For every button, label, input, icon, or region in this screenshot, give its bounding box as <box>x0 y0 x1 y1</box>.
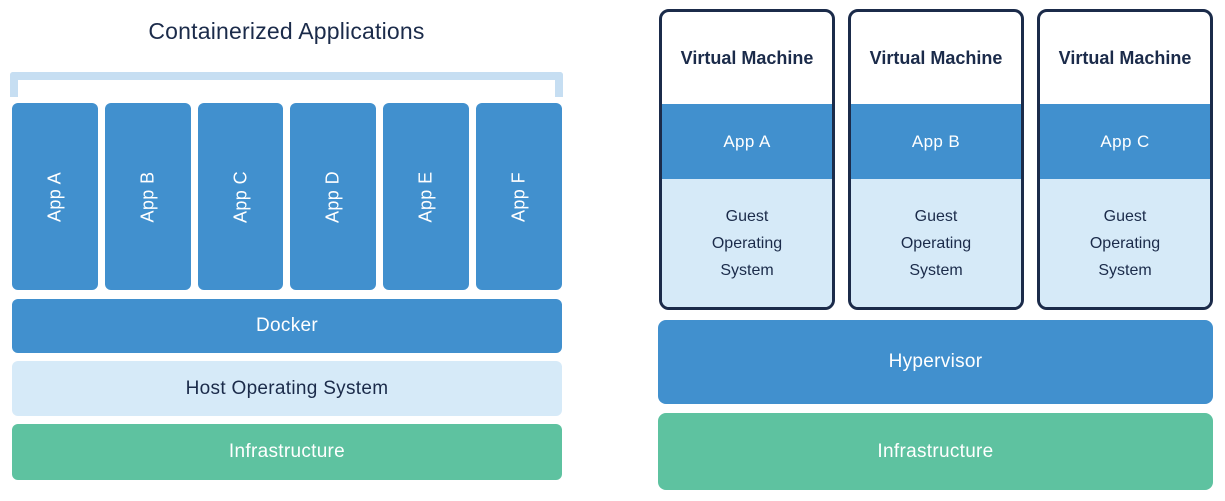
containers-panel-title: Containerized Applications <box>148 18 425 44</box>
vm-box-2-title: Virtual Machine <box>869 47 1003 68</box>
docker-layer: Docker <box>12 299 562 353</box>
vm-box-1-title: Virtual Machine <box>680 47 814 68</box>
container-app-b: App B <box>104 103 191 290</box>
container-app-c: App C <box>197 103 284 290</box>
docker-layer-label: Docker <box>256 315 318 336</box>
containers-bracket-shape <box>10 72 563 97</box>
vm-box-3: Virtual Machine App C Guest Operating Sy… <box>1037 9 1213 310</box>
infrastructure-layer-left: Infrastructure <box>12 424 562 480</box>
vm-box-1-guest-os-section: Guest Operating System <box>662 179 832 307</box>
vm-box-2-guest-os-label: Guest Operating System <box>900 207 972 279</box>
infrastructure-layer-right-label: Infrastructure <box>877 440 994 462</box>
vm-box-3-guest-os-label: Guest Operating System <box>1089 207 1161 279</box>
container-app-d-label: App D <box>322 170 343 223</box>
vm-box-1: Virtual Machine App A Guest Operating Sy… <box>659 9 835 310</box>
vm-box-2-guest-os-section: Guest Operating System <box>851 179 1021 307</box>
container-app-a: App A <box>12 103 98 290</box>
vm-box-3-guest-os-section: Guest Operating System <box>1040 179 1210 307</box>
infrastructure-layer-left-label: Infrastructure <box>228 441 346 462</box>
vm-box-2: Virtual Machine App B Guest Operating Sy… <box>848 9 1024 310</box>
vm-box-3-app-label: App C <box>1100 131 1150 151</box>
vm-box-1-guest-os-label: Guest Operating System <box>711 207 783 279</box>
host-os-layer: Host Operating System <box>12 361 562 416</box>
container-app-c-label: App C <box>230 170 251 223</box>
container-app-row: App A App B App C App D App E App F <box>12 103 562 290</box>
vm-box-3-app-section: App C <box>1040 104 1210 179</box>
hypervisor-layer: Hypervisor <box>658 320 1213 404</box>
vm-box-1-app-label: App A <box>723 131 771 151</box>
container-app-f: App F <box>476 103 562 290</box>
container-app-e-label: App E <box>415 170 436 223</box>
infrastructure-layer-right: Infrastructure <box>658 413 1213 490</box>
vm-box-3-title: Virtual Machine <box>1058 47 1192 68</box>
container-app-a-label: App A <box>44 171 65 222</box>
container-app-f-label: App F <box>508 171 529 222</box>
host-os-layer-label: Host Operating System <box>185 377 389 399</box>
vm-box-2-app-section: App B <box>851 104 1021 179</box>
vm-box-1-app-section: App A <box>662 104 832 179</box>
container-app-e: App E <box>383 103 470 290</box>
hypervisor-layer-label: Hypervisor <box>888 351 983 372</box>
vm-box-2-app-label: App B <box>911 131 961 151</box>
container-app-d: App D <box>290 103 377 290</box>
container-app-b-label: App B <box>137 170 158 223</box>
